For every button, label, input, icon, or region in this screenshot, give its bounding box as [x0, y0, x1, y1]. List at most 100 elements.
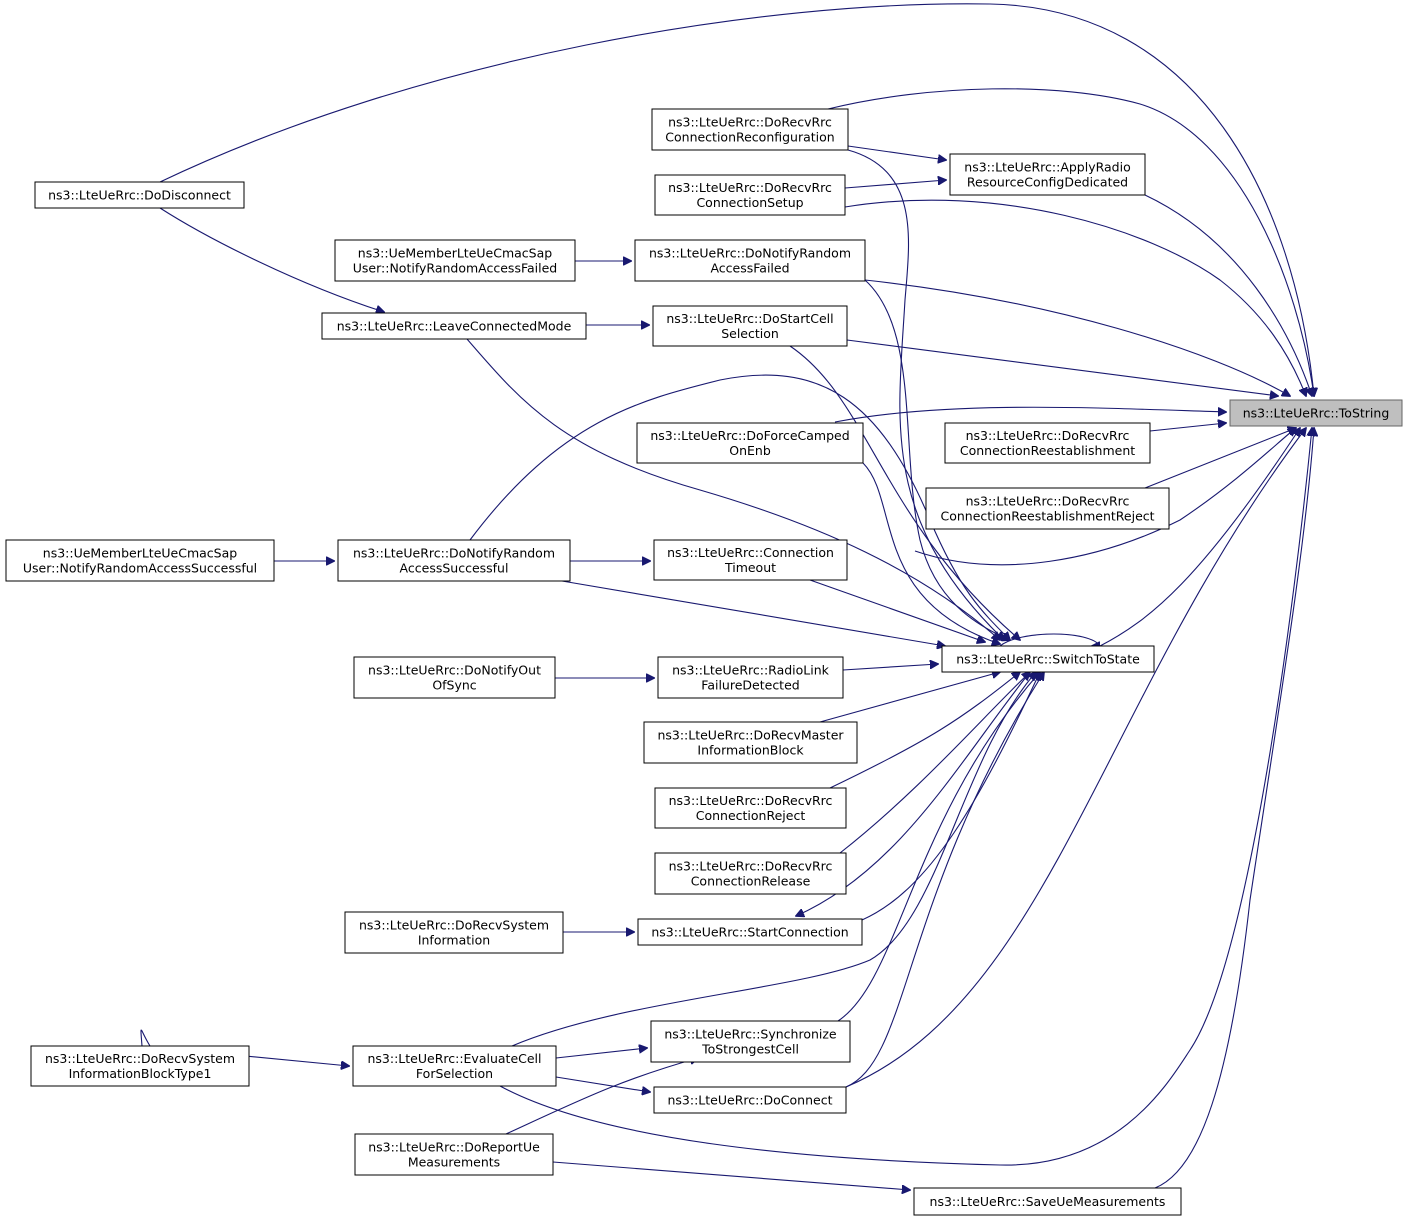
node-box [652, 305, 848, 347]
edge-path [1154, 428, 1314, 1189]
node-box [334, 239, 576, 282]
node-dorecvrrcconnreconf[interactable]: ns3::LteUeRrc::DoRecvRrcConnectionReconf… [651, 108, 849, 151]
edge-dorecvsib1-to-evaluatecell [555, 1048, 647, 1059]
node-switchtostate[interactable]: ns3::LteUeRrc::SwitchToState [941, 645, 1155, 673]
node-label: ns3::UeMemberLteUeCmacSap [43, 546, 237, 561]
node-label: ns3::LteUeRrc::DoRecvRrc [966, 494, 1130, 509]
node-box [643, 721, 858, 764]
node-donotifyrandomfailed[interactable]: ns3::LteUeRrc::DoNotifyRandomAccessFaile… [634, 239, 866, 282]
edge-path [552, 1161, 910, 1190]
edge-dodisconnect-to-leaveconnectedmode [159, 207, 384, 312]
edge-dostartcellselection-to-switchtostate [834, 406, 1226, 423]
node-label: ToStrongestCell [701, 1042, 799, 1057]
edge-path [847, 149, 1004, 640]
edge-evaluatecell-to-synchronize [555, 1076, 650, 1092]
node-label: ns3::LteUeRrc::DoConnect [667, 1093, 832, 1108]
node-label: ns3::LteUeRrc::ApplyRadio [964, 160, 1130, 175]
node-box [654, 852, 847, 895]
node-dorecvsib1[interactable]: ns3::LteUeRrc::DoRecvSystemInformationBl… [30, 1045, 250, 1087]
node-label: ConnectionReestablishment [960, 443, 1135, 458]
edge-evaluatecell-to-tostring [837, 672, 1040, 1022]
edge-dorecvrrcconnreject-to-switchtostate [839, 672, 1030, 854]
node-label: ns3::LteUeRrc::DoRecvMaster [657, 728, 844, 743]
edge-doconnect-to-switchtostate [845, 428, 1306, 1088]
node-leaveconnectedmode[interactable]: ns3::LteUeRrc::LeaveConnectedMode [321, 312, 587, 340]
function-nodes: ns3::LteUeRrc::ToStringns3::LteUeRrc::Sw… [5, 108, 1403, 1216]
edge-doconnect-to-tostring [505, 1058, 698, 1135]
edge-path [1149, 423, 1226, 432]
node-label: ForSelection [416, 1066, 493, 1081]
node-box [321, 312, 587, 340]
node-saveuemeasurements[interactable]: ns3::LteUeRrc::SaveUeMeasurements [913, 1187, 1182, 1216]
edge-startconnection-to-switchtostate [999, 633, 1101, 646]
node-label: ConnectionReestablishmentReject [940, 509, 1154, 524]
node-synchronize[interactable]: ns3::LteUeRrc::SynchronizeToStrongestCel… [650, 1020, 851, 1063]
edge-dorecvrrcconnreest-to-tostring [1144, 428, 1296, 489]
node-dorecvrrcconnrelease[interactable]: ns3::LteUeRrc::DoRecvRrcConnectionReleas… [654, 852, 847, 895]
edge-path [839, 672, 1030, 854]
edge-path [555, 1048, 647, 1059]
node-label: ns3::LteUeRrc::DoNotifyRandom [353, 546, 555, 561]
node-label: ConnectionRelease [691, 874, 811, 889]
edge-doreportue-to-saveuemeasurements [1154, 428, 1314, 1189]
node-dorecvrrcconnreest[interactable]: ns3::LteUeRrc::DoRecvRrcConnectionReesta… [944, 422, 1151, 464]
edge-uememberfailed-to-donotifyrandomfailed [864, 279, 1290, 396]
node-label: ns3::LteUeRrc::DoRecvRrc [966, 428, 1130, 443]
node-dodisconnect[interactable]: ns3::LteUeRrc::DoDisconnect [34, 181, 245, 209]
edge-evaluatecell-to-doconnect [511, 672, 1036, 1047]
node-label: ns3::LteUeRrc::DoRecvSystem [359, 918, 549, 933]
node-label: ns3::LteUeRrc::RadioLink [672, 663, 830, 678]
edge-path [789, 345, 1020, 640]
node-label: AccessSuccessful [400, 561, 509, 576]
node-box [653, 539, 848, 581]
node-label: ns3::LteUeRrc::DoRecvRrc [669, 793, 833, 808]
node-box [352, 1045, 557, 1087]
node-dorecvmib[interactable]: ns3::LteUeRrc::DoRecvMasterInformationBl… [643, 721, 858, 764]
node-label: ns3::LteUeRrc::SwitchToState [956, 652, 1140, 667]
edge-path [861, 672, 1040, 921]
node-label: ConnectionReject [696, 808, 806, 823]
node-box [34, 181, 245, 209]
edge-donotifyoutofsync-to-radiolinkfailure [842, 664, 938, 671]
node-label: ns3::LteUeRrc::DoNotifyRandom [649, 246, 851, 261]
node-label: ns3::LteUeRrc::DoRecvRrc [668, 180, 832, 195]
node-box [353, 656, 556, 699]
edge-path [159, 3, 1314, 396]
node-label: ns3::LteUeRrc::Synchronize [664, 1027, 837, 1042]
edge-path [1144, 428, 1296, 489]
edge-path [837, 672, 1040, 1022]
edge-path [1099, 428, 1300, 647]
edge-path [845, 672, 1044, 1088]
node-tostring[interactable]: ns3::LteUeRrc::ToString [1229, 399, 1403, 427]
node-dorecvrrcconnreestreject[interactable]: ns3::LteUeRrc::DoRecvRrcConnectionReesta… [925, 487, 1170, 530]
edge-path [844, 199, 1306, 396]
node-label: ns3::LteUeRrc::DoForceCamped [650, 428, 849, 443]
node-label: ns3::LteUeRrc::DoDisconnect [48, 188, 231, 203]
node-applyradio[interactable]: ns3::LteUeRrc::ApplyRadioResourceConfigD… [949, 153, 1146, 196]
node-box [354, 1133, 554, 1176]
edge-path [505, 1058, 698, 1135]
node-box [30, 1045, 250, 1087]
node-doconnect[interactable]: ns3::LteUeRrc::DoConnect [653, 1086, 847, 1114]
node-donotifyrandomsuccess[interactable]: ns3::LteUeRrc::DoNotifyRandomAccessSucce… [337, 539, 571, 582]
node-label: ConnectionReconfiguration [665, 130, 834, 145]
node-box [337, 539, 571, 582]
edge-path [842, 664, 938, 671]
node-uemembersuccess[interactable]: ns3::UeMemberLteUeCmacSapUser::NotifyRan… [5, 539, 275, 582]
edge-path [561, 580, 945, 646]
node-label: ns3::LteUeRrc::StartConnection [651, 925, 848, 940]
node-uememberfailed[interactable]: ns3::UeMemberLteUeCmacSapUser::NotifyRan… [334, 239, 576, 282]
edge-path [809, 579, 985, 642]
node-startconnection[interactable]: ns3::LteUeRrc::StartConnection [637, 918, 863, 946]
node-label: ResourceConfigDedicated [967, 175, 1128, 190]
